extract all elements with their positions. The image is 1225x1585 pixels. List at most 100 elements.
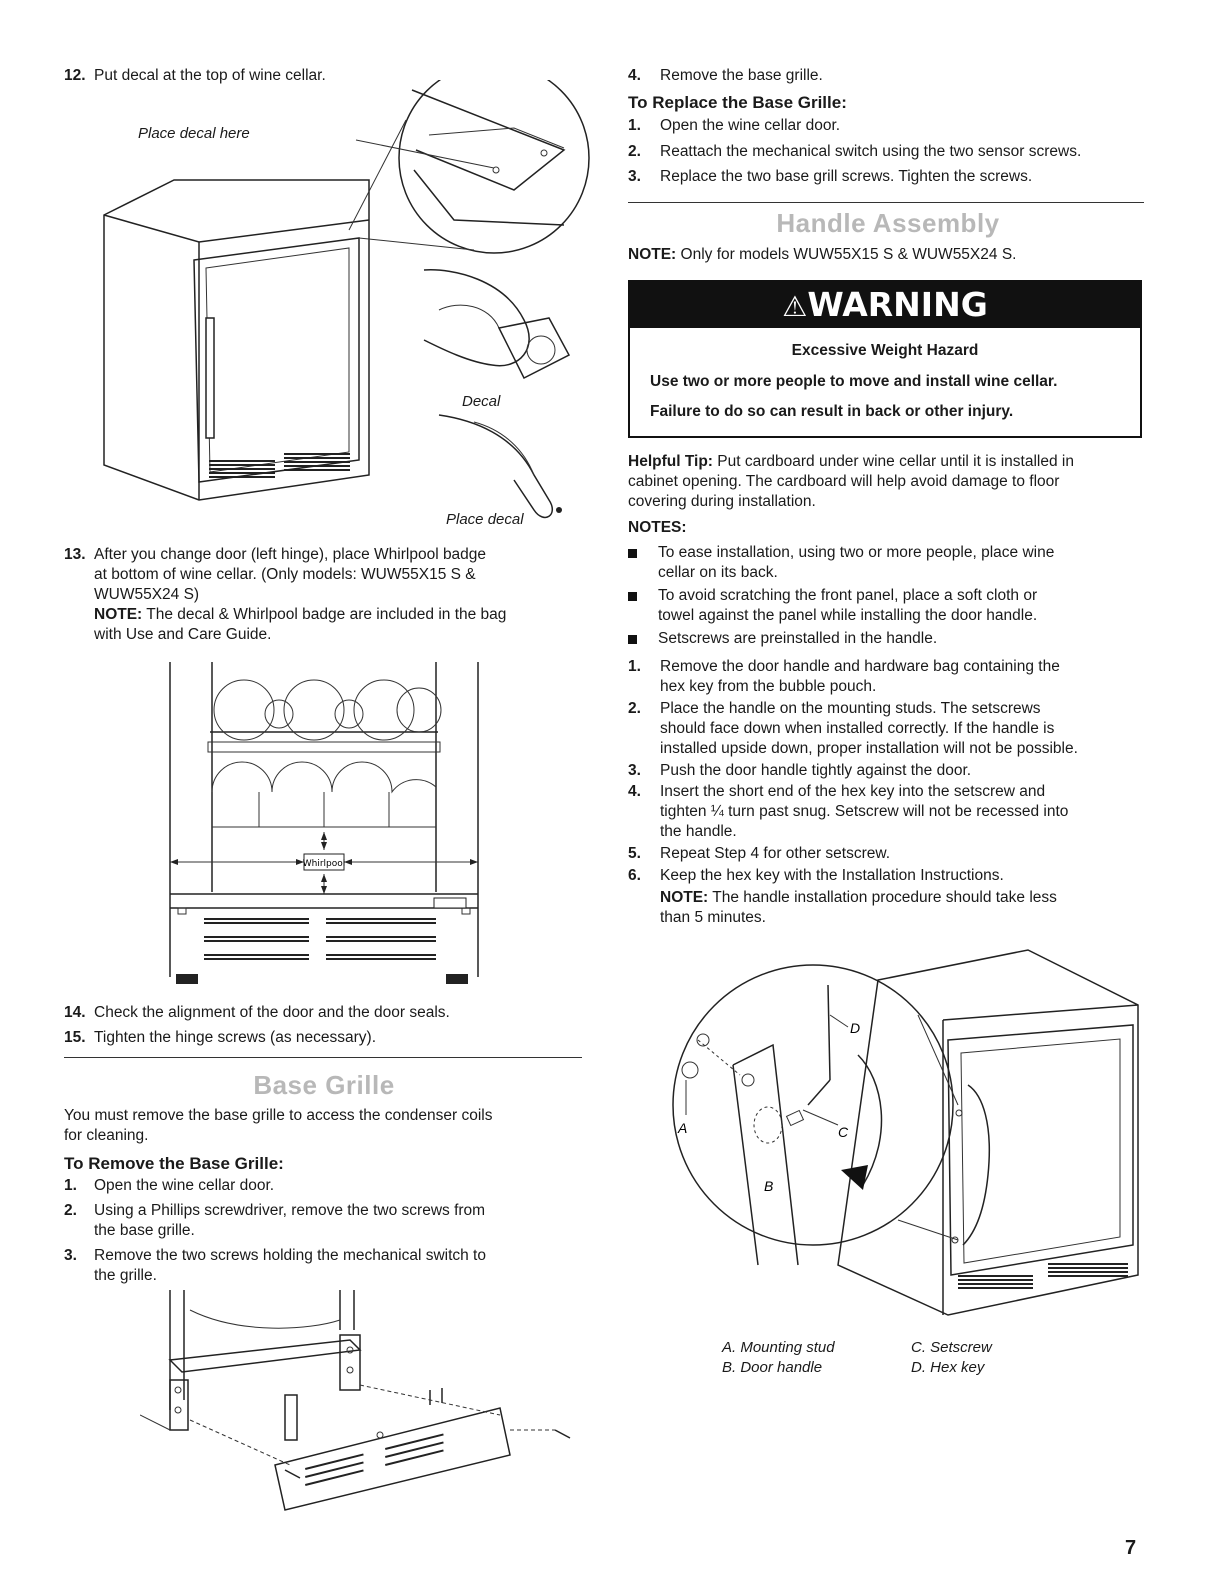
note-text: Only for models WUW55X15 S & WUW55X24 S. xyxy=(676,246,1017,263)
step-number: 1. xyxy=(628,658,641,675)
step-text: After you change door (left hinge), plac… xyxy=(94,545,584,645)
step-number: 13. xyxy=(64,546,86,563)
badge-placement-illustration: Whirlpool xyxy=(169,662,479,984)
step-number: 12. xyxy=(64,67,86,84)
step-number: 5. xyxy=(628,845,641,862)
bullet-line-1: Setscrews are preinstalled in the handle… xyxy=(658,630,938,647)
step-text: Keep the hex key with the Installation I… xyxy=(660,866,1150,928)
right-column-lower: Helpful Tip: Put cardboard under wine ce… xyxy=(628,0,1148,1585)
bullet-text: To ease installation, using two or more … xyxy=(658,543,1054,583)
step-text: Remove the base grille. xyxy=(660,67,823,84)
section-divider xyxy=(64,1057,582,1058)
remove-base-grille-heading: To Remove the Base Grille: xyxy=(64,1154,284,1173)
legend-b: B. Door handle xyxy=(722,1359,823,1376)
step-text: Open the wine cellar door. xyxy=(94,1177,275,1194)
decal-placement-illustration xyxy=(103,80,590,519)
step-text: Check the alignment of the door and the … xyxy=(94,1004,450,1021)
step-line: Keep the hex key with the Installation I… xyxy=(660,867,1004,884)
bullet-line-2: cellar on its back. xyxy=(658,564,778,581)
left-column: 12. Put decal at the top of wine cellar. xyxy=(64,0,590,1585)
badge-text: Whirlpool xyxy=(303,859,346,869)
tip-line-2: cabinet opening. The cardboard will help… xyxy=(628,473,1060,490)
step-number: 3. xyxy=(628,762,641,779)
tip-label: Helpful Tip: xyxy=(628,453,713,470)
step-number: 4. xyxy=(628,67,641,84)
note-text-1: The decal & Whirlpool badge are included… xyxy=(142,606,507,623)
bullet-square-icon xyxy=(628,549,637,558)
place-decal-label: Place decal xyxy=(446,511,524,528)
step-number: 1. xyxy=(628,117,641,134)
label-a: A xyxy=(677,1120,687,1136)
helpful-tip: Helpful Tip: Put cardboard under wine ce… xyxy=(628,452,1148,512)
page-number: 7 xyxy=(1125,1537,1137,1559)
warning-box: ⚠WARNING Excessive Weight Hazard Use two… xyxy=(628,280,1142,438)
tip-line-3: covering during installation. xyxy=(628,493,816,510)
bullet-line-1: To ease installation, using two or more … xyxy=(658,544,1055,561)
step-line-2: the base grille. xyxy=(94,1222,195,1239)
replace-base-grille-heading: To Replace the Base Grille: xyxy=(628,93,847,112)
note-label: NOTE: xyxy=(94,606,143,623)
step-number: 3. xyxy=(628,168,641,185)
warning-line-2: Failure to do so can result in back or o… xyxy=(650,403,1014,420)
final-note: NOTE: The handle installation procedure … xyxy=(660,888,1150,908)
step-line: should face down when installed correctl… xyxy=(660,720,1055,737)
place-decal-here-label: Place decal here xyxy=(138,125,250,142)
note-text-2: with Use and Care Guide. xyxy=(94,626,272,643)
step-line: the handle. xyxy=(660,823,737,840)
step-line: Repeat Step 4 for other setscrew. xyxy=(660,845,891,862)
step-number: 1. xyxy=(64,1177,77,1194)
step-number: 15. xyxy=(64,1029,86,1046)
warning-triangle-icon: ⚠ xyxy=(782,290,808,323)
step-text: Insert the short end of the hex key into… xyxy=(660,782,1150,842)
step-number: 2. xyxy=(64,1202,77,1219)
warning-title: WARNING xyxy=(807,285,988,324)
step-13-note: NOTE: The decal & Whirlpool badge are in… xyxy=(94,605,584,625)
step-text: Using a Phillips screwdriver, remove the… xyxy=(94,1201,584,1241)
note-label: NOTE: xyxy=(660,889,709,906)
bullet-line-2: towel against the panel while installing… xyxy=(658,607,1038,624)
step-text: Place the handle on the mounting studs. … xyxy=(660,699,1155,759)
step-13-line-2: at bottom of wine cellar. (Only models: … xyxy=(94,566,476,583)
step-line-1: Remove the two screws holding the mechan… xyxy=(94,1247,486,1264)
step-line: tighten ¼ turn past snug. Setscrew will … xyxy=(660,803,1069,820)
step-line: installed upside down, proper installati… xyxy=(660,740,1078,757)
step-number: 3. xyxy=(64,1247,77,1264)
intro-line-2: for cleaning. xyxy=(64,1127,149,1144)
step-line-1: Using a Phillips screwdriver, remove the… xyxy=(94,1202,486,1219)
right-column: 4. Remove the base grille. To Replace th… xyxy=(628,0,1148,1585)
tip-line-1-row: Helpful Tip: Put cardboard under wine ce… xyxy=(628,452,1148,472)
base-grille-intro: You must remove the base grille to acces… xyxy=(64,1106,584,1146)
label-d: D xyxy=(850,1020,860,1036)
base-grille-removal-illustration xyxy=(140,1290,571,1511)
step-line: Insert the short end of the hex key into… xyxy=(660,783,1046,800)
step-line-2: the grille. xyxy=(94,1267,157,1284)
bullet-square-icon xyxy=(628,635,637,644)
step-number: 6. xyxy=(628,867,641,884)
step-number: 2. xyxy=(628,700,641,717)
step-number: 4. xyxy=(628,783,641,800)
warning-hazard: Excessive Weight Hazard xyxy=(791,342,979,359)
step-text: Remove the two screws holding the mechan… xyxy=(94,1246,584,1286)
step-text: Open the wine cellar door. xyxy=(660,117,841,134)
step-text: Reattach the mechanical switch using the… xyxy=(660,143,1082,160)
bullet-square-icon xyxy=(628,592,637,601)
legend-c: C. Setscrew xyxy=(911,1339,992,1356)
bullet-text: To avoid scratching the front panel, pla… xyxy=(658,586,1037,626)
step-text: Tighten the hinge screws (as necessary). xyxy=(94,1029,376,1046)
step-13-line-1: After you change door (left hinge), plac… xyxy=(94,546,487,563)
step-text: Put decal at the top of wine cellar. xyxy=(94,67,326,84)
tip-line-1: Put cardboard under wine cellar until it… xyxy=(712,453,1074,470)
section-divider xyxy=(628,202,1144,203)
intro-line-1: You must remove the base grille to acces… xyxy=(64,1107,493,1124)
note-label: NOTE: xyxy=(628,246,677,263)
note-text-1: The handle installation procedure should… xyxy=(708,889,1057,906)
step-13-line-3: WUW55X24 S) xyxy=(94,586,200,603)
step-text: Repeat Step 4 for other setscrew. xyxy=(660,844,890,864)
warning-banner: ⚠WARNING xyxy=(630,282,1140,328)
step-text: Remove the door handle and hardware bag … xyxy=(660,657,1150,697)
decal-label: Decal xyxy=(462,393,501,410)
label-c: C xyxy=(838,1124,849,1140)
warning-line-1: Use two or more people to move and insta… xyxy=(650,373,1058,390)
handle-assembly-heading: Handle Assembly xyxy=(776,208,1000,238)
step-number: 2. xyxy=(628,143,641,160)
